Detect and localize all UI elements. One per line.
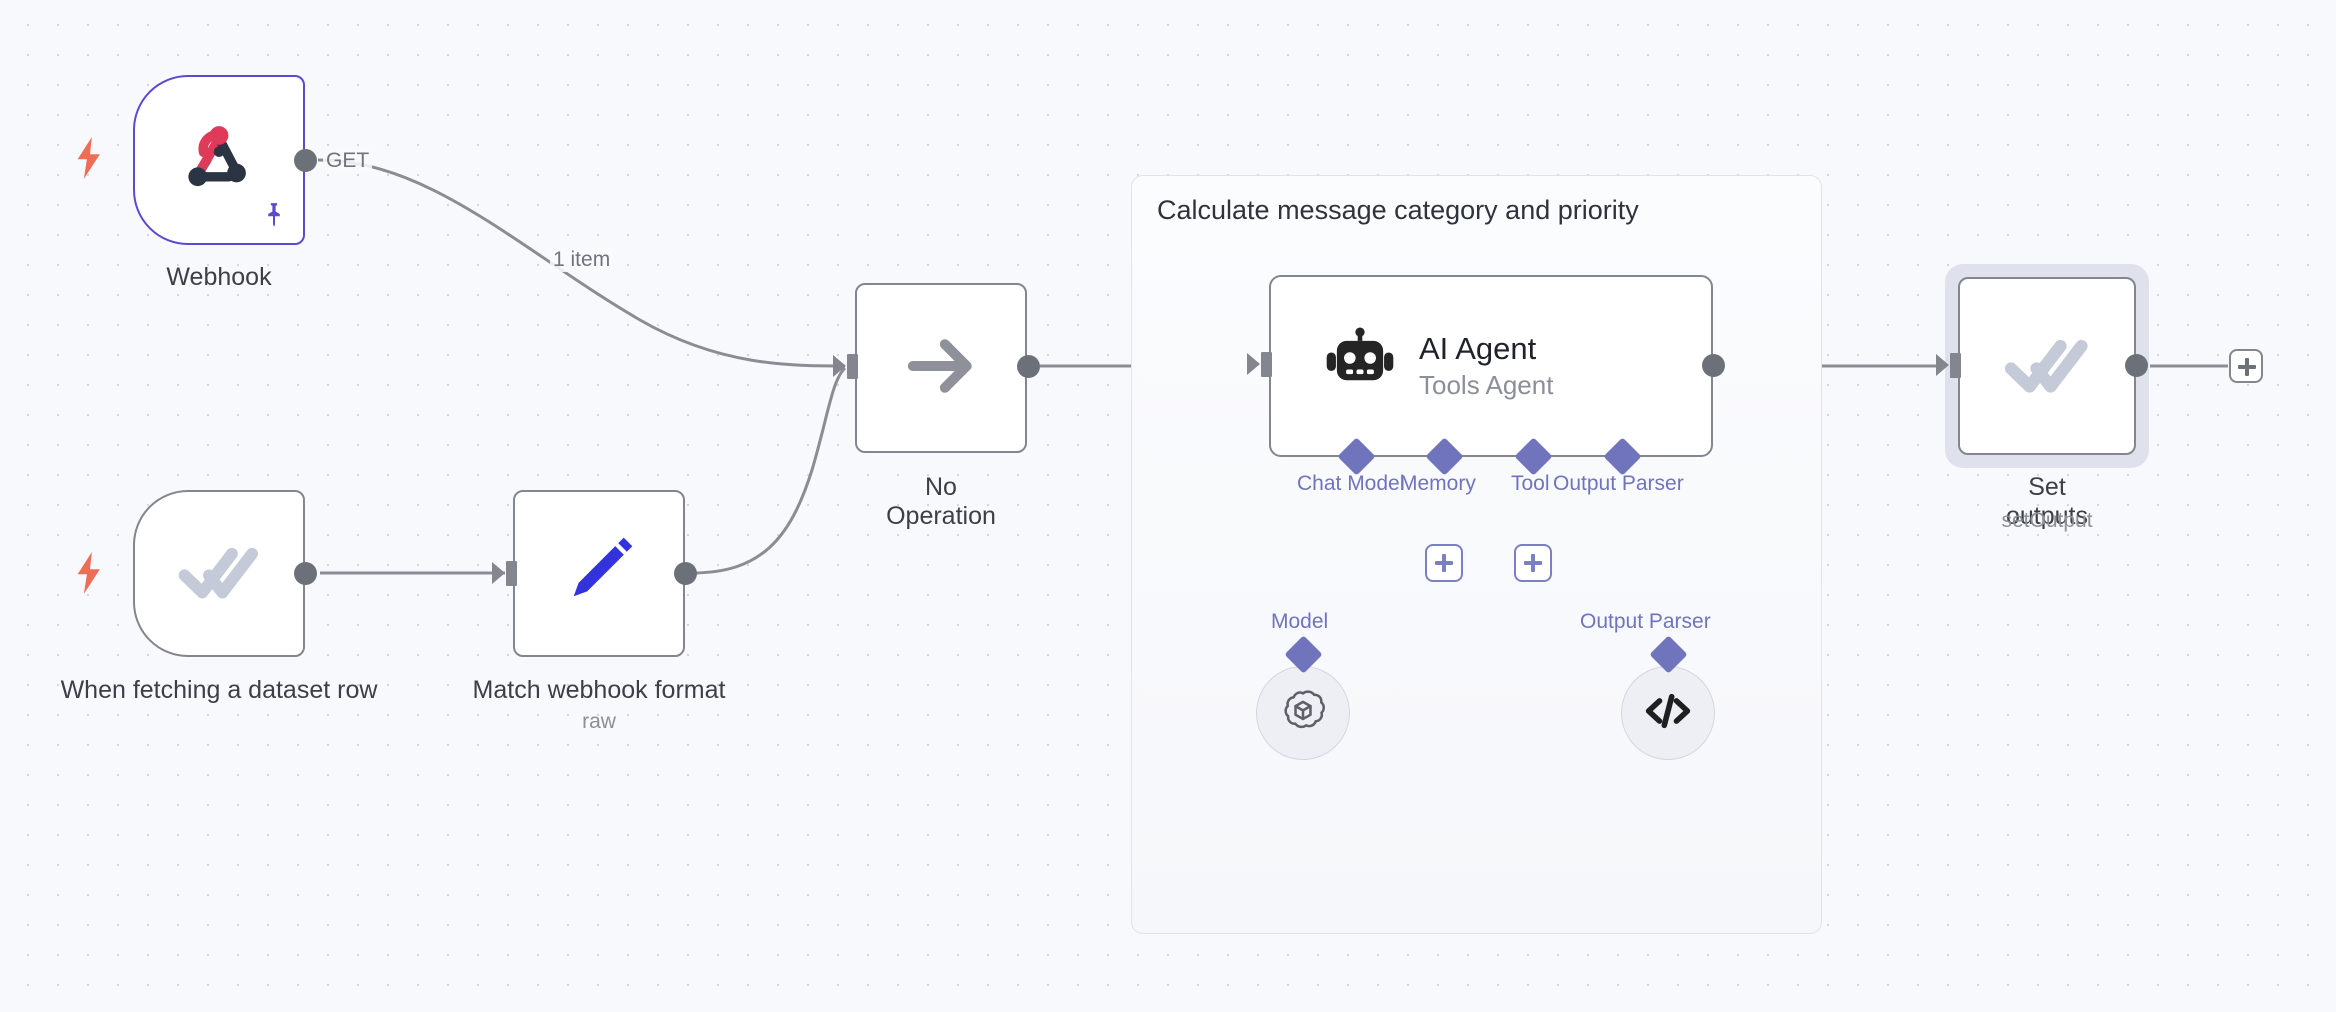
plus-icon bbox=[1435, 554, 1453, 572]
double-check-icon bbox=[173, 525, 265, 622]
node-set-outputs-subcaption: setOutput bbox=[2001, 509, 2093, 532]
ai-agent-output-port[interactable] bbox=[1702, 354, 1725, 377]
subnode-connector-label-model: Model bbox=[1271, 610, 1329, 633]
add-node-button[interactable] bbox=[2229, 349, 2263, 383]
pencil-icon bbox=[556, 528, 642, 619]
no-operation-input-port[interactable] bbox=[847, 354, 858, 379]
edge-match-to-no-operation bbox=[691, 366, 847, 575]
node-when-fetching-box[interactable] bbox=[133, 490, 305, 657]
webhook-icon bbox=[179, 118, 259, 203]
pin-icon bbox=[259, 200, 289, 235]
node-webhook[interactable]: GET Webhook bbox=[77, 75, 373, 291]
trigger-bolt-icon bbox=[75, 552, 105, 594]
node-set-outputs[interactable]: Set outputs setOutput bbox=[1936, 277, 2148, 532]
openai-icon bbox=[1277, 685, 1329, 742]
node-ai-agent-box[interactable]: AI Agent Tools Agent bbox=[1269, 275, 1713, 457]
node-match-webhook-subcaption: raw bbox=[582, 710, 616, 733]
match-webhook-input-arrow bbox=[492, 562, 505, 584]
node-no-operation-caption: No Operation bbox=[886, 473, 996, 530]
no-operation-output-port[interactable] bbox=[1017, 355, 1040, 378]
node-no-operation-box[interactable] bbox=[855, 283, 1027, 453]
node-when-fetching-a-dataset-row[interactable]: When fetching a dataset row bbox=[61, 490, 377, 704]
node-no-operation[interactable]: No Operation bbox=[833, 283, 1040, 530]
node-set-outputs-caption: Set outputs bbox=[2005, 473, 2088, 530]
plus-icon bbox=[2238, 358, 2256, 376]
ai-agent-input-port[interactable] bbox=[1261, 352, 1272, 377]
subnode-structured-output-parser[interactable] bbox=[1621, 666, 1715, 760]
connector-label-output-parser: Output Parser bbox=[1553, 472, 1684, 495]
node-when-fetching-caption: When fetching a dataset row bbox=[60, 676, 378, 704]
no-operation-input-arrow bbox=[833, 355, 846, 377]
webhook-output-label: GET bbox=[323, 149, 373, 173]
node-ai-agent-subtitle: Tools Agent bbox=[1419, 370, 1554, 401]
set-outputs-input-arrow bbox=[1936, 354, 1949, 376]
node-match-webhook-box[interactable] bbox=[513, 490, 685, 657]
node-webhook-box[interactable] bbox=[133, 75, 305, 245]
when-fetching-output-port[interactable] bbox=[294, 562, 317, 585]
node-set-outputs-box[interactable] bbox=[1958, 277, 2136, 455]
add-tool-button[interactable] bbox=[1514, 544, 1552, 582]
ai-agent-input-arrow bbox=[1247, 353, 1260, 375]
match-webhook-output-port[interactable] bbox=[674, 562, 697, 585]
trigger-bolt-icon bbox=[75, 137, 105, 179]
subnode-openai-chat-model[interactable] bbox=[1256, 666, 1350, 760]
node-match-webhook-format[interactable]: Match webhook format raw bbox=[473, 490, 725, 733]
subnode-connector-label-output-parser: Output Parser bbox=[1580, 610, 1711, 633]
set-outputs-input-port[interactable] bbox=[1950, 353, 1961, 378]
code-brackets-icon bbox=[1641, 684, 1695, 743]
connector-label-chat-model: Chat Model bbox=[1297, 472, 1405, 495]
node-ai-agent-title: AI Agent bbox=[1419, 331, 1537, 367]
webhook-output-port[interactable] bbox=[294, 149, 317, 172]
edge-label-1-item: 1 item bbox=[550, 248, 614, 272]
node-ai-agent[interactable]: AI Agent Tools Agent bbox=[1247, 275, 1725, 457]
set-outputs-output-port[interactable] bbox=[2125, 354, 2148, 377]
connector-label-memory: Memory bbox=[1400, 472, 1476, 495]
add-memory-button[interactable] bbox=[1425, 544, 1463, 582]
node-match-webhook-caption: Match webhook format bbox=[472, 676, 726, 704]
group-title: Calculate message category and priority bbox=[1157, 195, 1639, 225]
arrow-right-icon bbox=[900, 325, 982, 412]
connector-label-tool: Tool bbox=[1511, 472, 1550, 495]
match-webhook-input-port[interactable] bbox=[506, 561, 517, 586]
double-check-icon bbox=[1999, 316, 2095, 417]
plus-icon bbox=[1524, 554, 1542, 572]
robot-icon bbox=[1323, 326, 1397, 406]
node-webhook-caption: Webhook bbox=[166, 263, 272, 291]
